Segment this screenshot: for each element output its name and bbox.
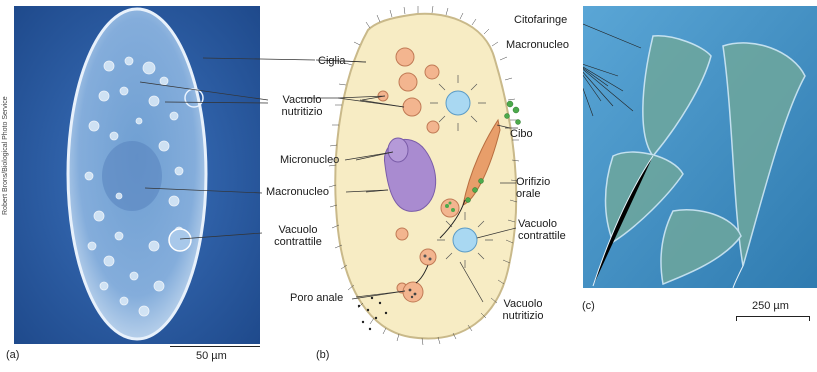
label-macronucleo: Macronucleo xyxy=(266,186,329,198)
label-vacuolo-contrattile-1-line1: Vacuolo xyxy=(262,224,334,236)
micrograph-c xyxy=(583,6,817,288)
label-orifizio-line2: orale xyxy=(516,188,550,200)
label-macronucleo-c: Macronucleo xyxy=(506,39,569,51)
panel-letter-b: (b) xyxy=(316,349,329,361)
label-vacuolo-contrattile-2: Vacuolo contrattile xyxy=(518,218,566,242)
scale-bar-c-tick-left xyxy=(736,316,737,321)
scale-label-a: 50 µm xyxy=(196,350,227,362)
label-vacuolo-nutritizio-1-line2: nutritizio xyxy=(266,106,338,118)
panel-letter-a: (a) xyxy=(6,349,19,361)
micrograph-a xyxy=(14,6,260,344)
label-vacuolo-nutritizio-2-line2: nutritizio xyxy=(488,310,558,322)
label-cibo: Cibo xyxy=(510,128,533,140)
label-citofaringe: Citofaringe xyxy=(514,14,567,26)
scale-bar-a xyxy=(170,346,260,347)
label-vacuolo-contrattile-1: Vacuolo contrattile xyxy=(262,224,334,248)
micrograph-c-image xyxy=(583,6,817,288)
label-vacuolo-nutritizio-2: Vacuolo nutritizio xyxy=(488,298,558,322)
label-vacuolo-nutritizio-1-line1: Vacuolo xyxy=(266,94,338,106)
scale-bar-c-tick-right xyxy=(809,316,810,321)
photo-credit: Robert Brons/Biological Photo Service xyxy=(2,96,9,215)
panel-letter-c: (c) xyxy=(582,300,595,312)
scale-label-c: 250 µm xyxy=(752,300,789,312)
micrograph-a-image xyxy=(14,6,260,344)
label-orifizio-orale: Orifizio orale xyxy=(516,176,550,200)
label-ciglia: Ciglia xyxy=(318,55,346,67)
label-micronucleo: Micronucleo xyxy=(280,154,339,166)
label-vacuolo-contrattile-2-line1: Vacuolo xyxy=(518,218,566,230)
label-vacuolo-nutritizio-1: Vacuolo nutritizio xyxy=(266,94,338,118)
scale-bar-c xyxy=(736,316,810,317)
label-vacuolo-nutritizio-2-line1: Vacuolo xyxy=(488,298,558,310)
label-orifizio-line1: Orifizio xyxy=(516,176,550,188)
label-poro-anale: Poro anale xyxy=(290,292,343,304)
label-vacuolo-contrattile-2-line2: contrattile xyxy=(518,230,566,242)
label-vacuolo-contrattile-1-line2: contrattile xyxy=(262,236,334,248)
